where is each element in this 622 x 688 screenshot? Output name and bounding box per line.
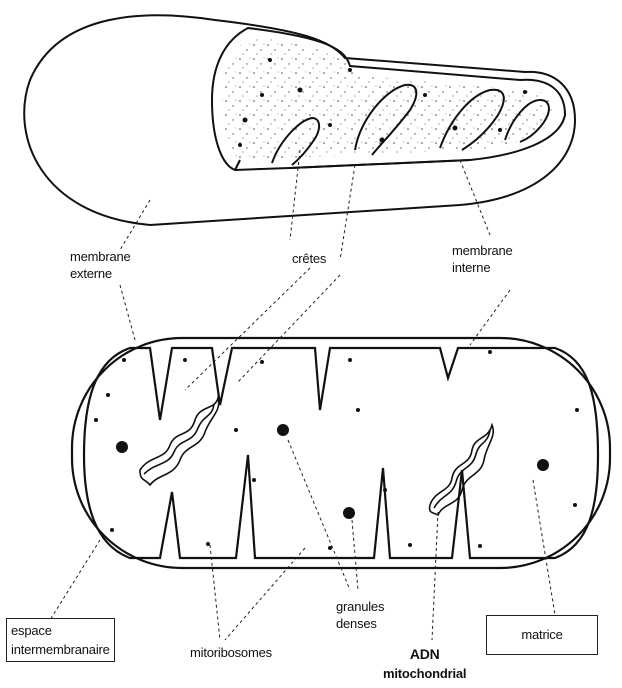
label-espace-intermembranaire: espace intermembranaire xyxy=(6,618,115,662)
mitochondrion-cross-section xyxy=(72,338,610,568)
inner-membrane xyxy=(84,348,598,558)
label-cretes: crêtes xyxy=(292,250,326,267)
dense-granules xyxy=(116,424,549,519)
label-matrice: matrice xyxy=(486,615,598,655)
mitochondrion-3d-view xyxy=(24,15,575,225)
label-granules-denses: granules denses xyxy=(336,598,384,632)
mitochondrial-dna xyxy=(140,398,493,515)
label-mitoribosomes: mitoribosomes xyxy=(190,644,272,661)
label-membrane-externe: membrane externe xyxy=(70,248,131,282)
leader-lines xyxy=(50,150,555,640)
label-membrane-interne: membrane interne xyxy=(452,242,513,276)
matrix-3d-stipple xyxy=(222,36,552,160)
label-adn-mitochondrial: ADN mitochondrial xyxy=(383,644,466,684)
